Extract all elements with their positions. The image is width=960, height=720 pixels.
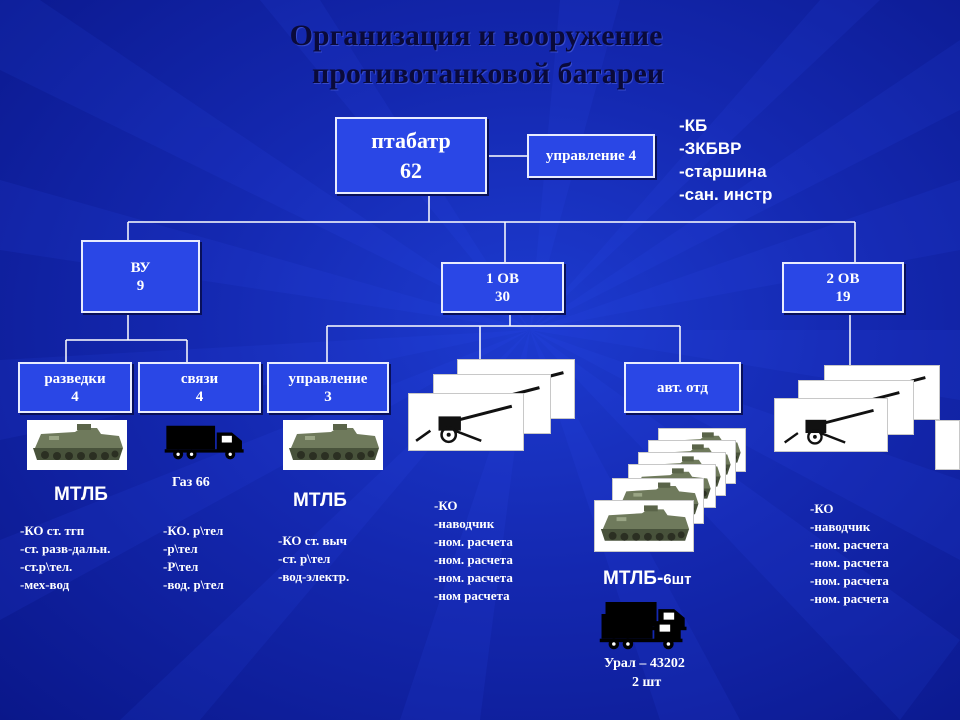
truck-signal-picture: [163, 418, 247, 462]
ov2-name: 2 ОВ: [826, 270, 860, 287]
staff-item: -вод-электр.: [278, 569, 350, 584]
gaz-label: Газ 66: [172, 475, 210, 490]
mtlb-auto-name: МТЛБ-: [603, 568, 664, 589]
control-staff-list: -КБ -ЗКБВР -старшина -сан. инстр: [679, 114, 772, 206]
staff-item: -наводчик: [810, 519, 871, 534]
staff-item: -ном. расчета: [434, 552, 513, 567]
ural-truck-picture: [598, 606, 686, 652]
control-staff-item: -сан. инстр: [679, 185, 773, 204]
signal-box: связи 4: [138, 362, 261, 413]
staff-item: -ст.р\тел.: [20, 559, 73, 574]
staff-item: -КО: [810, 501, 834, 516]
mtlb-auto-count: 6шт: [663, 571, 692, 588]
auto-name: авт. отд: [656, 379, 709, 396]
staff-item: -ном расчета: [434, 588, 510, 603]
staff-item: -мех-вод: [20, 577, 70, 592]
staff-item: -Р\тел: [163, 559, 199, 574]
control-staff-item: -старшина: [679, 162, 767, 181]
staff-item: -ном. расчета: [810, 573, 889, 588]
gun-card: [408, 393, 524, 451]
staff-item: -КО: [434, 498, 458, 513]
mgmt-box: управление 3: [267, 362, 389, 413]
ural-label-1: Урал – 43202: [604, 656, 685, 671]
mgmt-name: управление: [288, 370, 368, 387]
staff-item: -КО ст. тгп: [20, 523, 85, 538]
mtlb-card: [594, 500, 694, 552]
staff-item: -ном. расчета: [810, 537, 889, 552]
staff-item: -ст. разв-дальн.: [20, 541, 111, 556]
ov2-box: 2 ОВ 19: [782, 262, 904, 313]
battery-root-name: птабатр: [371, 127, 451, 153]
ov2-staff-list: -КО -наводчик -ном. расчета -ном. расчет…: [810, 500, 889, 608]
mtlb-auto-label: МТЛБ-6шт: [603, 568, 691, 590]
mtlb-mgmt-label: МТЛБ: [293, 490, 347, 511]
ov1-count: 30: [495, 288, 510, 305]
gun-icon: [775, 399, 887, 451]
control-staff-item: -ЗКБВР: [679, 139, 742, 158]
recon-box: разведки 4: [18, 362, 132, 413]
gun-card: [774, 398, 888, 452]
signal-name: связи: [180, 370, 219, 387]
page-title-line-1: Организация и вооружение: [289, 19, 663, 52]
ov1-staff-list: -КО -наводчик -ном. расчета -ном. расчет…: [434, 497, 513, 605]
staff-item: -ст. р\тел: [278, 551, 331, 566]
ov2-count: 19: [835, 288, 851, 305]
control-staff-item: -КБ: [679, 116, 708, 135]
recon-name: разведки: [44, 370, 106, 387]
ov1-box: 1 ОВ 30: [441, 262, 564, 313]
staff-item: -р\тел: [163, 541, 198, 556]
mtlb-mgmt-picture: [283, 420, 383, 470]
ural-label-2: 2 шт: [632, 675, 662, 690]
vu-name: ВУ: [130, 259, 151, 276]
mtlb-recon-picture: [27, 420, 127, 470]
staff-item: -наводчик: [434, 516, 495, 531]
vu-box: ВУ 9: [81, 240, 200, 313]
gun-icon: [409, 394, 523, 450]
battery-root-count: 62: [400, 157, 422, 183]
mtlb-icon: [595, 501, 693, 551]
gun-card-partial: [935, 420, 960, 470]
auto-box: авт. отд: [624, 362, 741, 413]
recon-count: 4: [71, 388, 79, 405]
staff-item: -ном. расчета: [810, 591, 889, 606]
recon-staff-list: -КО ст. тгп -ст. разв-дальн. -ст.р\тел. …: [20, 522, 110, 594]
staff-item: -ном. расчета: [810, 555, 889, 570]
mtlb-recon-label: МТЛБ: [54, 484, 108, 505]
staff-item: -КО. р\тел: [163, 523, 224, 538]
staff-item: -КО ст. выч: [278, 533, 347, 548]
control-label: управление 4: [545, 148, 637, 164]
mgmt-count: 3: [324, 388, 332, 405]
mgmt-staff-list: -КО ст. выч -ст. р\тел -вод-электр.: [278, 532, 349, 586]
staff-item: -ном. расчета: [434, 570, 513, 585]
vu-count: 9: [136, 277, 145, 294]
signal-count: 4: [195, 388, 204, 405]
ov1-name: 1 ОВ: [486, 270, 519, 287]
signal-staff-list: -КО. р\тел -р\тел -Р\тел -вод. р\тел: [163, 522, 224, 594]
page-title-line-2: противотанковой батареи: [311, 57, 665, 90]
staff-item: -ном. расчета: [434, 534, 513, 549]
control-box: управление 4: [527, 134, 655, 178]
staff-item: -вод. р\тел: [163, 577, 224, 592]
battery-root-box: птабатр 62: [335, 117, 487, 194]
